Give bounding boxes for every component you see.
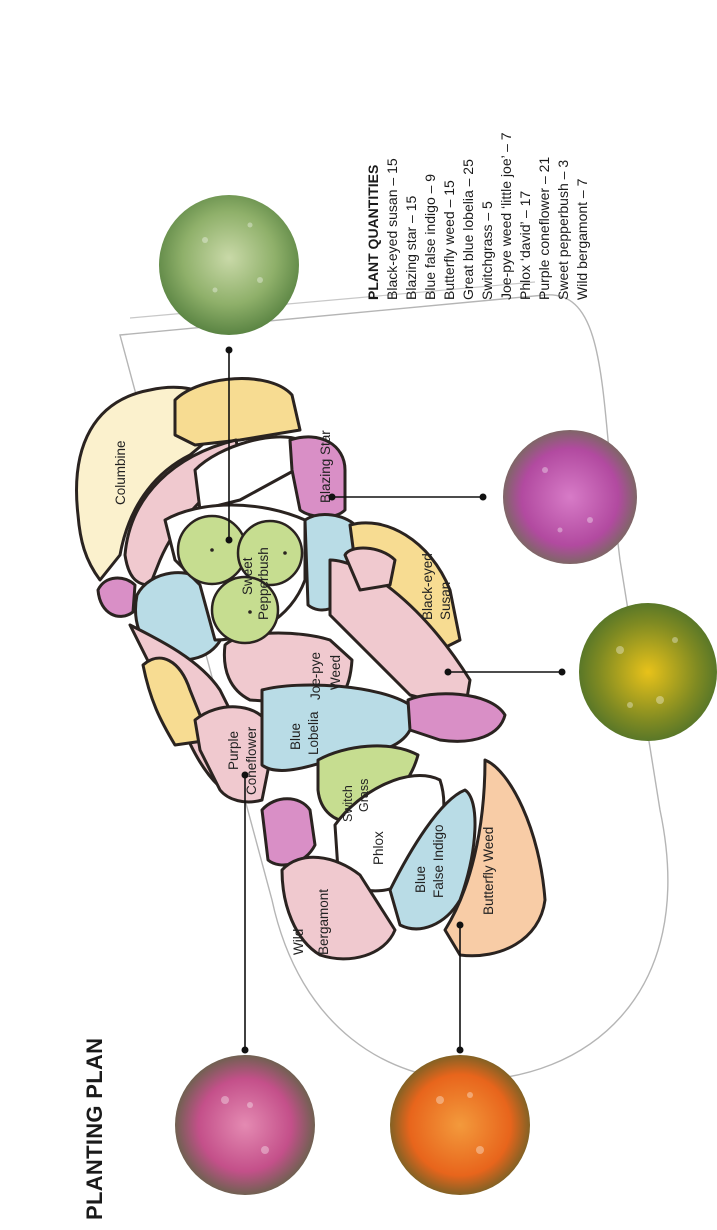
blazing-star-photo <box>503 430 637 564</box>
quantity-item: Sweet pepperbush – 3 <box>555 160 571 300</box>
leader-dot <box>445 669 452 676</box>
label-columbine: Columbine <box>113 440 128 505</box>
label-joe-pye: Joe-pye <box>308 652 323 700</box>
quantities-heading: PLANT QUANTITIES <box>365 165 381 300</box>
shrub-dot <box>210 548 214 552</box>
quantity-item: Butterfly weed – 15 <box>441 180 457 300</box>
leader-dot <box>559 669 566 676</box>
label-bergamont: Bergamont <box>316 889 331 955</box>
plant-quantities: PLANT QUANTITIES Black-eyed susan – 15 B… <box>365 132 590 300</box>
label-weed: Weed <box>328 655 343 690</box>
page-title: PLANTING PLAN <box>82 1038 107 1220</box>
label-blue-false-2: False Indigo <box>431 824 446 898</box>
quantity-item: Phlox ‘david’ – 17 <box>517 191 533 300</box>
leader-dot <box>226 537 233 544</box>
pepperbush-photo <box>159 195 299 335</box>
label-blue-lobelia-1: Blue <box>288 723 303 750</box>
shrub-dot <box>283 551 287 555</box>
label-susan: Susan <box>438 582 453 620</box>
butterfly-weed-photo <box>390 1055 530 1195</box>
quantity-item: Blazing star – 15 <box>403 196 419 300</box>
leader-dot <box>329 494 336 501</box>
quantity-item: Great blue lobelia – 25 <box>460 159 476 300</box>
leader-dot <box>480 494 487 501</box>
label-grass: Grass <box>357 779 371 812</box>
leader-dot <box>457 1047 464 1054</box>
leader-dot <box>242 772 249 779</box>
bed-top-magenta-left <box>98 578 135 616</box>
bed-top-yellow <box>175 379 300 445</box>
bed-left-magenta <box>262 799 315 865</box>
shrub-dot <box>248 610 252 614</box>
label-butterfly-weed: Butterfly Weed <box>481 827 496 915</box>
quantity-item: Black-eyed susan – 15 <box>384 158 400 300</box>
label-switch: Switch <box>341 785 355 822</box>
leader-dot <box>242 1047 249 1054</box>
label-blazing-star: Blazing Star <box>318 430 333 503</box>
quantity-item: Joe-pye weed ‘little joe’ – 7 <box>498 132 514 300</box>
leader-dot <box>457 922 464 929</box>
label-blue-false-1: Blue <box>413 866 428 893</box>
label-purple: Purple <box>226 731 241 770</box>
label-blue-lobelia-2: Lobelia <box>306 711 321 755</box>
label-coneflower: Coneflower <box>244 726 259 795</box>
quantity-item: Switchgrass – 5 <box>479 201 495 300</box>
label-wild: Wild <box>291 929 306 955</box>
quantity-item: Wild bergamont – 7 <box>574 178 590 300</box>
label-sweet: Sweet <box>240 557 255 595</box>
leader-dot <box>226 347 233 354</box>
quantity-item: Purple coneflower – 21 <box>536 157 552 300</box>
label-phlox: Phlox <box>371 831 386 865</box>
bed-right-magenta <box>408 694 505 742</box>
coneflower-photo <box>175 1055 315 1195</box>
label-pepperbush: Pepperbush <box>256 547 271 620</box>
quantity-item: Blue false indigo – 9 <box>422 174 438 300</box>
label-black-eyed: Black-eyed <box>420 553 435 620</box>
black-eyed-susan-photo <box>579 603 717 741</box>
